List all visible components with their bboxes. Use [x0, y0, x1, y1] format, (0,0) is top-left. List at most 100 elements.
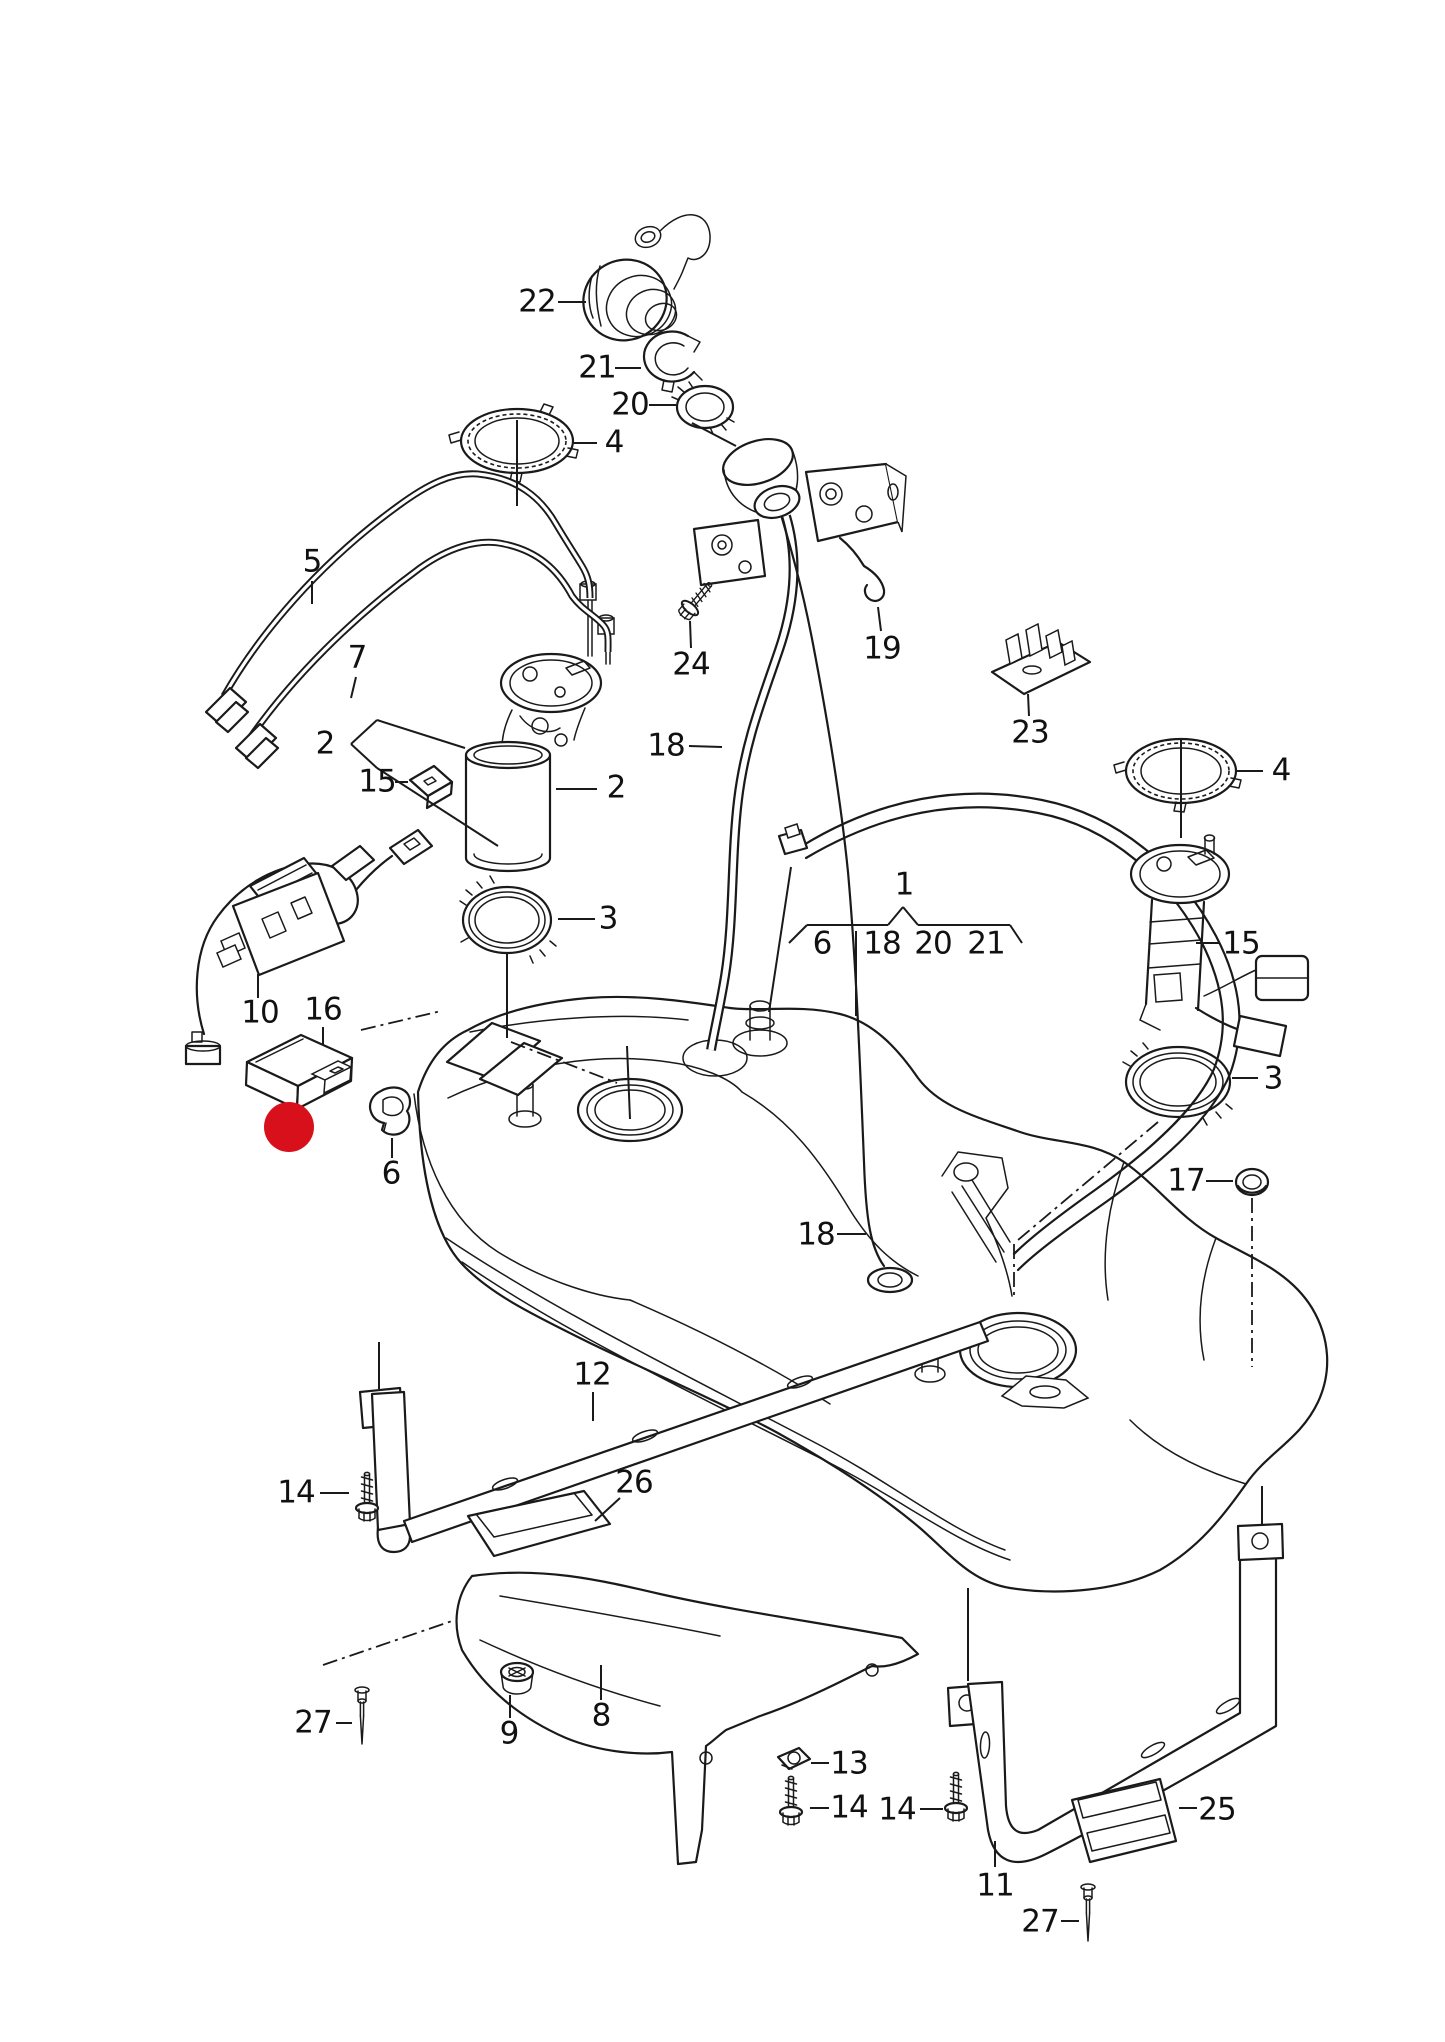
screw-24: [673, 576, 720, 625]
ldr-line: [688, 745, 723, 748]
callout-13[interactable]: 13: [830, 1745, 868, 1782]
callout-10[interactable]: 10: [241, 994, 279, 1031]
callout-3-right[interactable]: 3: [1264, 1063, 1284, 1095]
callout-number: 16: [304, 991, 342, 1028]
ldr-line: [350, 743, 378, 769]
callout-24[interactable]: 24: [672, 646, 710, 683]
callout-9[interactable]: 9: [500, 1718, 520, 1750]
callout-number: 18: [863, 925, 901, 962]
filler-bracket-left: [692, 518, 767, 587]
fuel-line-7: [247, 538, 612, 741]
callout-number: 7: [347, 639, 368, 676]
dd-line: [360, 1010, 442, 1031]
callout-23[interactable]: 23: [1011, 714, 1049, 751]
cap-retainer-21: [642, 330, 703, 393]
callout-22[interactable]: 22: [518, 283, 556, 320]
callout-number: 4: [604, 424, 625, 461]
callout-15-right[interactable]: 15: [1222, 928, 1260, 960]
lock-ring-4-right: [1113, 737, 1242, 813]
callout-27-left[interactable]: 27: [294, 1704, 332, 1741]
ldr-line: [376, 719, 466, 749]
callout-number: 13: [830, 1745, 868, 1782]
callout-5[interactable]: 5: [303, 546, 323, 578]
seal-ring-3-left: [459, 875, 557, 964]
dd-line: [1017, 1121, 1159, 1241]
callout-11[interactable]: 11: [976, 1870, 1014, 1902]
callout-number: 2: [606, 769, 627, 806]
callout-number: 2: [315, 725, 336, 762]
vent-line-18: [777, 506, 886, 1268]
callout-18-mid[interactable]: 18: [797, 1216, 835, 1253]
callout-number: 4: [1271, 752, 1292, 789]
screw-14-right: [943, 1771, 969, 1823]
clip-23: [990, 622, 1092, 696]
callout-number: 14: [878, 1791, 916, 1828]
callout-26[interactable]: 26: [615, 1467, 653, 1499]
fuel-cap-22: [582, 214, 711, 342]
callout-number: 21: [578, 349, 616, 386]
callout-3-left[interactable]: 3: [599, 903, 619, 935]
callout-number: 10: [241, 994, 279, 1031]
callout-14-right[interactable]: 14: [878, 1791, 916, 1828]
harness-plate: [216, 871, 346, 977]
clamp-6: [368, 1086, 412, 1136]
rivet-27-left: [354, 1686, 370, 1745]
callout-8[interactable]: 8: [591, 1697, 612, 1734]
seal-ring-3-right: [1122, 1042, 1233, 1126]
callout-2-right[interactable]: 2: [606, 769, 627, 806]
callout-number: 20: [611, 386, 649, 423]
callout-27-right[interactable]: 27: [1021, 1906, 1059, 1938]
callout-1-sub-6[interactable]: 6: [813, 928, 833, 960]
callout-2-left[interactable]: 2: [315, 725, 336, 762]
callout-4-right[interactable]: 4: [1271, 752, 1292, 789]
callout-6-clamp[interactable]: 6: [381, 1155, 402, 1192]
callout-16[interactable]: 16: [304, 991, 342, 1028]
fuel-sender-15-right: [1129, 834, 1310, 1058]
callout-17[interactable]: 17: [1167, 1165, 1205, 1197]
filler-pipe-18: [706, 514, 799, 1051]
callout-19[interactable]: 19: [863, 630, 901, 667]
callout-4-left[interactable]: 4: [604, 424, 625, 461]
callout-15-left[interactable]: 15: [358, 763, 396, 800]
callout-18-top[interactable]: 18: [647, 727, 685, 764]
callout-20-top[interactable]: 20: [611, 386, 649, 423]
callout-21-top[interactable]: 21: [578, 349, 616, 386]
tank-ribbed-ear: [941, 1151, 1013, 1297]
callout-1-sub-20[interactable]: 20: [914, 928, 952, 960]
connector-15-left: [408, 764, 454, 810]
ldr-line: [350, 719, 378, 745]
lock-ring-4-left: [448, 403, 579, 483]
callout-number: 27: [294, 1704, 332, 1741]
ldr-line: [877, 606, 882, 632]
callout-7[interactable]: 7: [347, 639, 368, 676]
callout-number: 18: [647, 727, 685, 764]
callout-number: 18: [797, 1216, 835, 1253]
callout-14-left[interactable]: 14: [277, 1477, 315, 1509]
ldr-line: [350, 676, 357, 699]
callout-number: 22: [518, 283, 556, 320]
callout-number: 23: [1011, 714, 1049, 751]
callout-1-sub-21[interactable]: 21: [967, 928, 1005, 960]
callout-1-sub-18[interactable]: 18: [863, 925, 901, 962]
callout-1[interactable]: 1: [894, 866, 915, 903]
filler-neck: [722, 438, 801, 520]
dd-line: [322, 1620, 453, 1666]
anti-squeak-pad-26: [466, 1489, 612, 1558]
callout-number: 19: [863, 630, 901, 667]
callout-14-mid[interactable]: 14: [830, 1792, 868, 1824]
callout-number: 6: [381, 1155, 402, 1192]
callout-number: 15: [358, 763, 396, 800]
ldr-line: [1027, 693, 1030, 717]
asm-line: [626, 1045, 631, 1120]
callout-number: 1: [894, 866, 915, 903]
tank-strap-ear: [1000, 1375, 1090, 1409]
callout-number: 24: [672, 646, 710, 683]
callout-12[interactable]: 12: [573, 1359, 611, 1391]
fuel-tank-body: [413, 995, 1329, 1593]
callout-25[interactable]: 25: [1198, 1794, 1236, 1826]
fuel-line-5: [220, 470, 594, 698]
ldr-line: [788, 924, 808, 944]
pump-canister: [464, 753, 552, 873]
callout-number: 8: [591, 1697, 612, 1734]
